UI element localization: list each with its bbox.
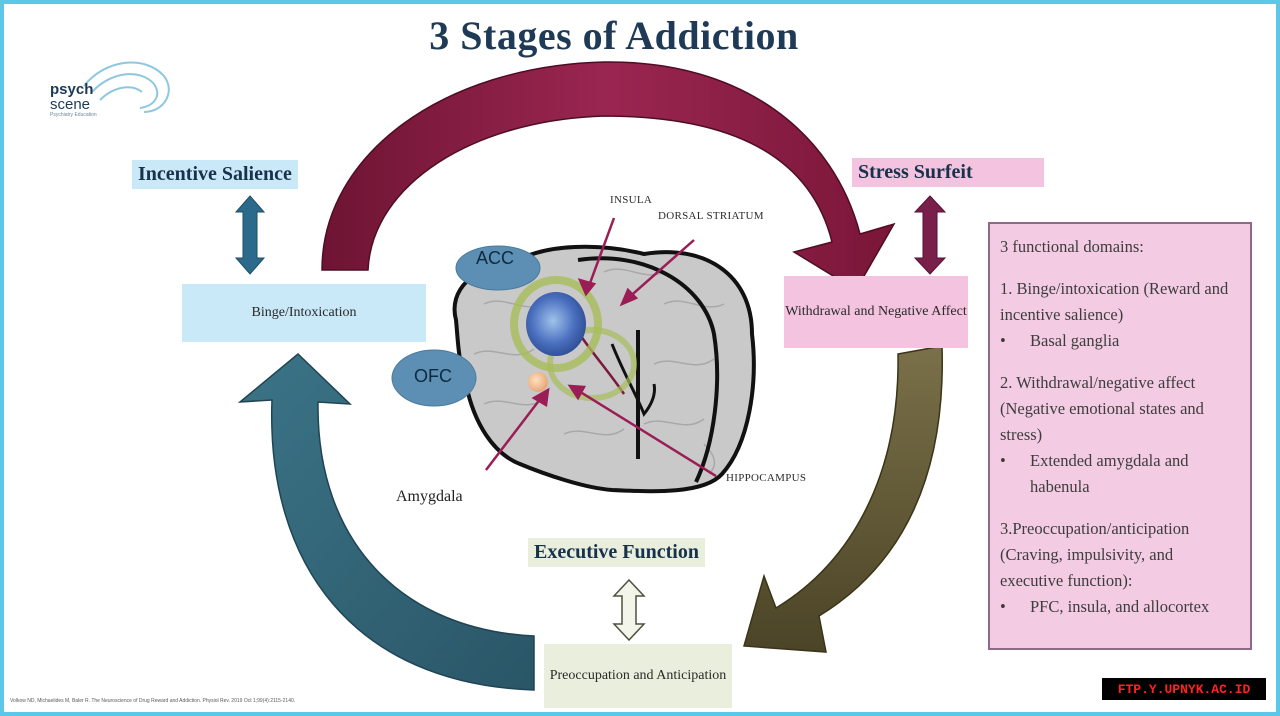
amygdala-label: Amygdala bbox=[396, 488, 463, 505]
logo-line2: scene bbox=[50, 96, 91, 113]
domain-2-bullet: •Extended amygdala and habenula bbox=[1000, 448, 1240, 500]
withdrawal-negative-affect-label: Withdrawal and Negative Affect bbox=[785, 304, 967, 319]
diagram-title: 3 Stages of Addiction bbox=[429, 13, 799, 58]
double-arrow-salience bbox=[234, 195, 266, 275]
ofc-label: OFC bbox=[414, 366, 452, 386]
incentive-salience-heading: Incentive Salience bbox=[132, 160, 298, 189]
logo-waves bbox=[83, 61, 170, 113]
executive-function-heading: Executive Function bbox=[528, 538, 705, 567]
domain-3-title: 3.Preoccupation/anticipation (Craving, i… bbox=[1000, 519, 1190, 590]
amygdala-marker bbox=[528, 372, 548, 392]
citation: Volkow ND, Michaelides M, Baler R. The N… bbox=[10, 698, 296, 704]
insula-label: INSULA bbox=[610, 194, 653, 206]
functional-domains-panel: 3 functional domains: 1. Binge/intoxicat… bbox=[988, 222, 1252, 650]
double-arrow-stress bbox=[913, 195, 947, 275]
arrow-preoccupation-to-binge bbox=[237, 352, 535, 691]
acc-oval bbox=[455, 245, 541, 291]
ofc-oval bbox=[391, 349, 477, 407]
logo: psych scene Psychiatry Education bbox=[50, 82, 97, 118]
domain-1-bullet: •Basal ganglia bbox=[1000, 328, 1240, 354]
domain-3-bullet: •PFC, insula, and allocortex bbox=[1000, 594, 1240, 620]
domain-2-bullet-text: Extended amygdala and habenula bbox=[1030, 451, 1189, 496]
withdrawal-negative-affect-box: Withdrawal and Negative Affect bbox=[784, 276, 968, 348]
diagram-graphics bbox=[83, 61, 947, 691]
logo-line1: psych bbox=[50, 81, 94, 98]
striatum-core bbox=[526, 292, 586, 356]
domain-1-bullet-text: Basal ganglia bbox=[1030, 331, 1120, 350]
arrow-withdrawal-to-preoccupation bbox=[743, 345, 943, 653]
hippocampus-label: HIPPOCAMPUS bbox=[726, 472, 807, 484]
domain-1-title: 1. Binge/intoxication (Reward and incent… bbox=[1000, 279, 1229, 324]
domain-3-bullet-text: PFC, insula, and allocortex bbox=[1030, 597, 1210, 616]
binge-intoxication-label: Binge/Intoxication bbox=[251, 305, 357, 320]
arrow-binge-to-withdrawal bbox=[321, 61, 896, 292]
watermark: FTP.Y.UPNYK.AC.ID bbox=[1102, 678, 1266, 700]
double-arrow-executive bbox=[612, 578, 646, 642]
logo-tagline: Psychiatry Education bbox=[50, 112, 97, 118]
preoccupation-anticipation-label: Preoccupation and Anticipation bbox=[549, 668, 727, 683]
domains-header: 3 functional domains: bbox=[1000, 237, 1144, 256]
acc-label: ACC bbox=[476, 248, 515, 268]
domain-2-title: 2. Withdrawal/negative affect (Negative … bbox=[1000, 373, 1204, 444]
pointer-lines bbox=[485, 217, 717, 478]
dorsal-striatum-label: DORSAL STRIATUM bbox=[658, 210, 764, 222]
brain-illustration bbox=[391, 244, 756, 494]
preoccupation-anticipation-box: Preoccupation and Anticipation bbox=[544, 644, 732, 708]
diagram-frame: 3 Stages of Addiction psych scene Psychi… bbox=[4, 4, 1276, 712]
stress-surfeit-heading: Stress Surfeit bbox=[852, 158, 1044, 187]
binge-intoxication-box: Binge/Intoxication bbox=[182, 284, 426, 342]
